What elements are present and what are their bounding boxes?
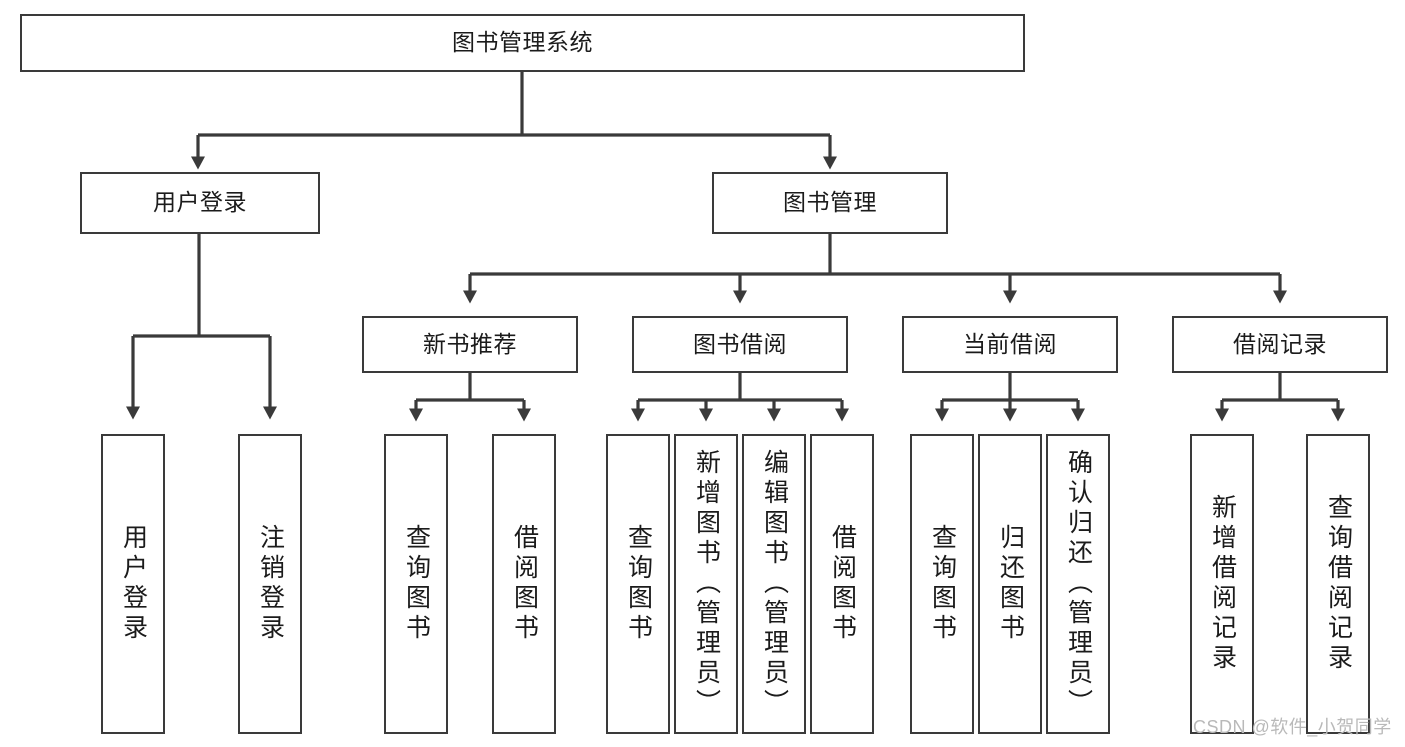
node-label: 用户登录 [153, 189, 247, 216]
node-label: 借阅记录 [1233, 330, 1327, 357]
node-label: 确认归还（管理员） [1064, 449, 1093, 719]
node-new-book-recommend[interactable]: 新书推荐 [362, 316, 578, 373]
node-label: 借阅图书 [510, 524, 539, 644]
node-user-login[interactable]: 用户登录 [80, 172, 320, 234]
node-label: 借阅图书 [828, 524, 857, 644]
node-label: 新增图书（管理员） [692, 449, 721, 719]
node-label: 图书管理系统 [452, 29, 593, 56]
node-leaf-edit-book-admin[interactable]: 编辑图书（管理员） [742, 434, 806, 734]
node-leaf-query-book-borrow[interactable]: 查询图书 [606, 434, 670, 734]
node-label: 归还图书 [996, 524, 1025, 644]
node-label: 注销登录 [256, 524, 285, 644]
node-book-manage[interactable]: 图书管理 [712, 172, 948, 234]
node-label: 查询图书 [928, 524, 957, 644]
node-label: 查询图书 [402, 524, 431, 644]
node-label: 查询图书 [624, 524, 653, 644]
node-leaf-query-borrow-record[interactable]: 查询借阅记录 [1306, 434, 1370, 734]
node-root-book-management-system[interactable]: 图书管理系统 [20, 14, 1025, 72]
node-leaf-borrow-book[interactable]: 借阅图书 [810, 434, 874, 734]
node-label: 新增借阅记录 [1208, 494, 1237, 674]
node-label: 图书借阅 [693, 330, 787, 357]
node-leaf-logout-login[interactable]: 注销登录 [238, 434, 302, 734]
node-label: 用户登录 [119, 524, 148, 644]
node-leaf-return-book[interactable]: 归还图书 [978, 434, 1042, 734]
node-current-borrow[interactable]: 当前借阅 [902, 316, 1118, 373]
node-leaf-add-borrow-record[interactable]: 新增借阅记录 [1190, 434, 1254, 734]
node-label: 查询借阅记录 [1324, 494, 1353, 674]
node-leaf-confirm-return-admin[interactable]: 确认归还（管理员） [1046, 434, 1110, 734]
node-leaf-query-book-recommend[interactable]: 查询图书 [384, 434, 448, 734]
node-leaf-borrow-book-recommend[interactable]: 借阅图书 [492, 434, 556, 734]
csdn-watermark: CSDN @软件_小贺同学 [1193, 717, 1392, 737]
node-label: 新书推荐 [423, 330, 517, 357]
node-leaf-query-book-current[interactable]: 查询图书 [910, 434, 974, 734]
node-borrow-record[interactable]: 借阅记录 [1172, 316, 1388, 373]
node-label: 编辑图书（管理员） [760, 449, 789, 719]
node-leaf-user-login[interactable]: 用户登录 [101, 434, 165, 734]
node-label: 当前借阅 [963, 330, 1057, 357]
node-book-borrow[interactable]: 图书借阅 [632, 316, 848, 373]
node-label: 图书管理 [783, 189, 877, 216]
node-leaf-add-book-admin[interactable]: 新增图书（管理员） [674, 434, 738, 734]
